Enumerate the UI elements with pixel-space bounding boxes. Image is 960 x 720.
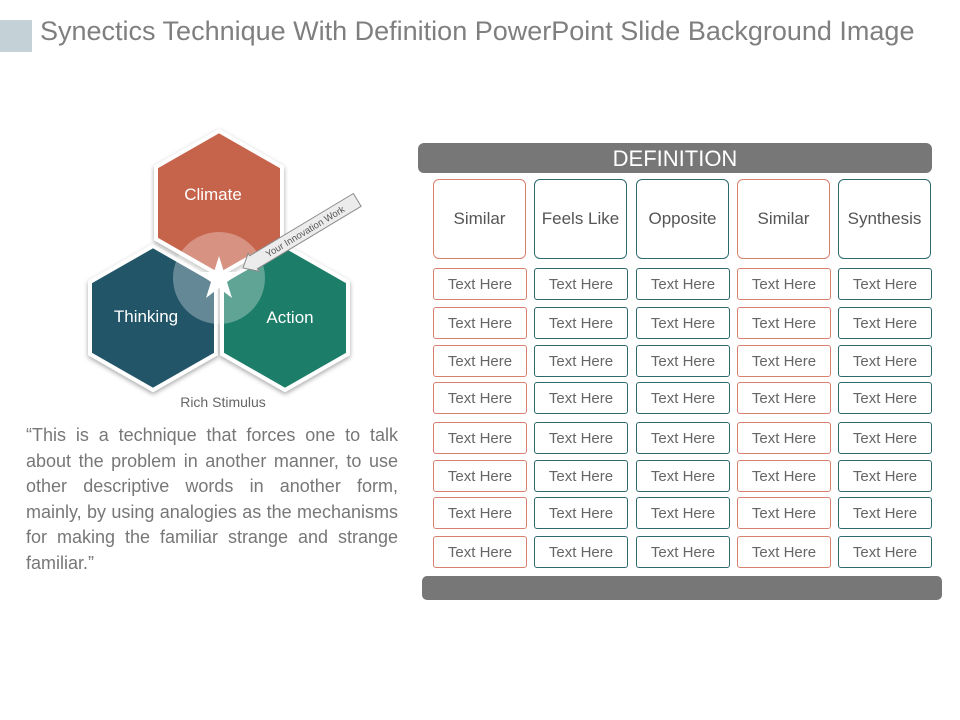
table-cell: Text Here xyxy=(636,268,730,300)
table-cell: Text Here xyxy=(534,422,628,454)
column-header-5: Synthesis xyxy=(838,179,931,259)
table-cell: Text Here xyxy=(838,382,932,414)
table-cell: Text Here xyxy=(737,268,831,300)
table-cell: Text Here xyxy=(636,497,730,529)
slide-title: Synectics Technique With Definition Powe… xyxy=(40,16,915,46)
title-accent-square xyxy=(0,20,32,52)
thinking-label: Thinking xyxy=(114,307,178,326)
column-header-4: Similar xyxy=(737,179,830,259)
table-cell: Text Here xyxy=(534,460,628,492)
table-cell: Text Here xyxy=(737,460,831,492)
table-cell: Text Here xyxy=(534,497,628,529)
table-cell: Text Here xyxy=(737,345,831,377)
table-cell: Text Here xyxy=(433,345,527,377)
table-cell: Text Here xyxy=(838,422,932,454)
table-cell: Text Here xyxy=(737,497,831,529)
table-cell: Text Here xyxy=(737,422,831,454)
table-cell: Text Here xyxy=(838,536,932,568)
table-cell: Text Here xyxy=(433,497,527,529)
table-cell: Text Here xyxy=(636,382,730,414)
table-cell: Text Here xyxy=(433,422,527,454)
table-cell: Text Here xyxy=(433,460,527,492)
definition-quote: “This is a technique that forces one to … xyxy=(26,425,398,573)
table-cell: Text Here xyxy=(737,382,831,414)
action-label: Action xyxy=(266,308,313,327)
table-cell: Text Here xyxy=(636,460,730,492)
table-cell: Text Here xyxy=(534,382,628,414)
table-cell: Text Here xyxy=(737,307,831,339)
definition-header-bar: DEFINITION xyxy=(418,143,932,173)
column-header-1: Similar xyxy=(433,179,526,259)
table-cell: Text Here xyxy=(838,345,932,377)
table-cell: Text Here xyxy=(534,536,628,568)
column-header-3: Opposite xyxy=(636,179,729,259)
rich-stimulus-caption: Rich Stimulus xyxy=(180,394,266,410)
table-cell: Text Here xyxy=(534,268,628,300)
synectics-diagram: Your Innovation Work Climate Thinking Ac… xyxy=(88,128,362,410)
table-cell: Text Here xyxy=(838,307,932,339)
table-cell: Text Here xyxy=(433,268,527,300)
table-cell: Text Here xyxy=(636,345,730,377)
table-footer-bar xyxy=(422,576,942,600)
table-cell: Text Here xyxy=(838,497,932,529)
table-cell: Text Here xyxy=(737,536,831,568)
table-cell: Text Here xyxy=(636,307,730,339)
table-cell: Text Here xyxy=(636,422,730,454)
table-cell: Text Here xyxy=(636,536,730,568)
table-cell: Text Here xyxy=(433,382,527,414)
table-cell: Text Here xyxy=(838,460,932,492)
table-cell: Text Here xyxy=(534,345,628,377)
table-cell: Text Here xyxy=(433,536,527,568)
column-header-2: Feels Like xyxy=(534,179,627,259)
star-icon xyxy=(197,256,241,298)
table-cell: Text Here xyxy=(534,307,628,339)
climate-label: Climate xyxy=(184,185,242,204)
table-cell: Text Here xyxy=(838,268,932,300)
table-cell: Text Here xyxy=(433,307,527,339)
